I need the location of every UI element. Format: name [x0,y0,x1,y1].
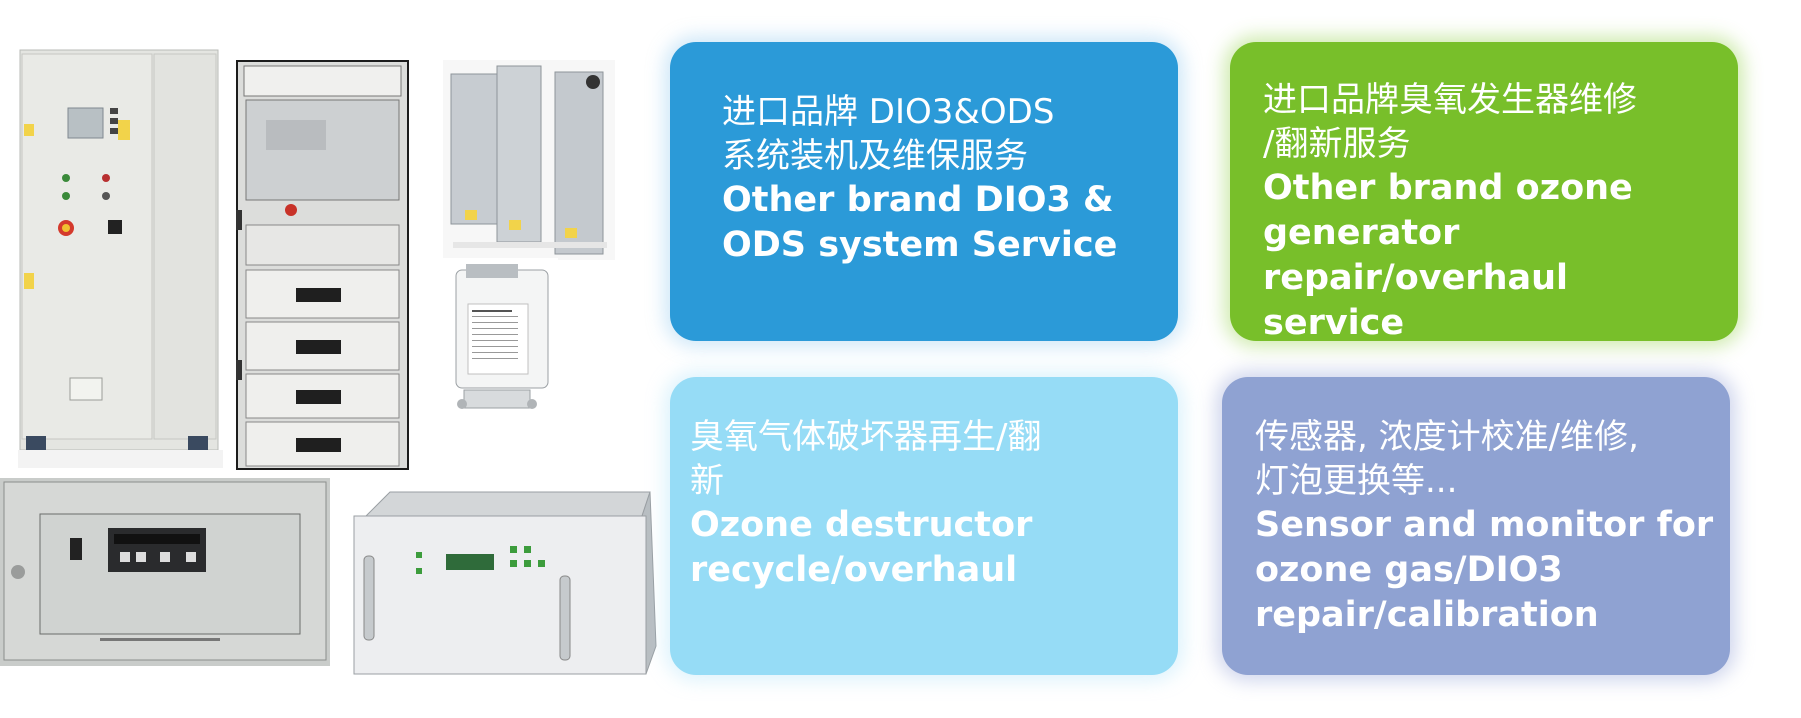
equipment-cabinet-image [18,48,223,468]
card-title-cn: 进口品牌 DIO3&ODS 系统装机及维保服务 [722,92,1055,176]
card-title-en: Other brand ozone generator repair/overh… [1263,168,1633,343]
rack-unit-photo [350,486,660,694]
service-card-ozone-generator: 进口品牌臭氧发生器维修 /翻新服务 Other brand ozone gene… [1230,42,1738,343]
ozone-generator-modules-photo [443,60,615,260]
card-title-cn: 臭氧气体破坏器再生/翻 新 [690,417,1042,501]
rack-unit-image [350,486,660,694]
service-card-sensor-monitor: 传感器, 浓度计校准/维修, 灯泡更换等... Sensor and monit… [1222,377,1730,675]
card-title-en: Other brand DIO3 & ODS system Service [722,180,1118,265]
rack-panel-photo [0,478,330,666]
ozone-generator-modules-image [443,60,615,260]
card-title-en: Ozone destructor recycle/overhaul [690,505,1033,590]
equipment-rack-image [236,60,409,470]
rack-panel-image [0,478,330,666]
equipment-rack-photo [236,60,409,470]
card-title-cn: 传感器, 浓度计校准/维修, 灯泡更换等... [1255,417,1639,501]
equipment-cabinet-photo [18,48,223,468]
card-title-en: Sensor and monitor for ozone gas/DIO3 re… [1255,505,1714,635]
monitor-unit-photo [440,258,558,426]
card-title-cn: 进口品牌臭氧发生器维修 /翻新服务 [1263,80,1637,164]
monitor-unit-image [440,258,558,426]
service-card-ozone-destructor: 臭氧气体破坏器再生/翻 新 Ozone destructor recycle/o… [670,377,1178,675]
service-card-dio3-ods: 进口品牌 DIO3&ODS 系统装机及维保服务 Other brand DIO3… [670,42,1178,341]
